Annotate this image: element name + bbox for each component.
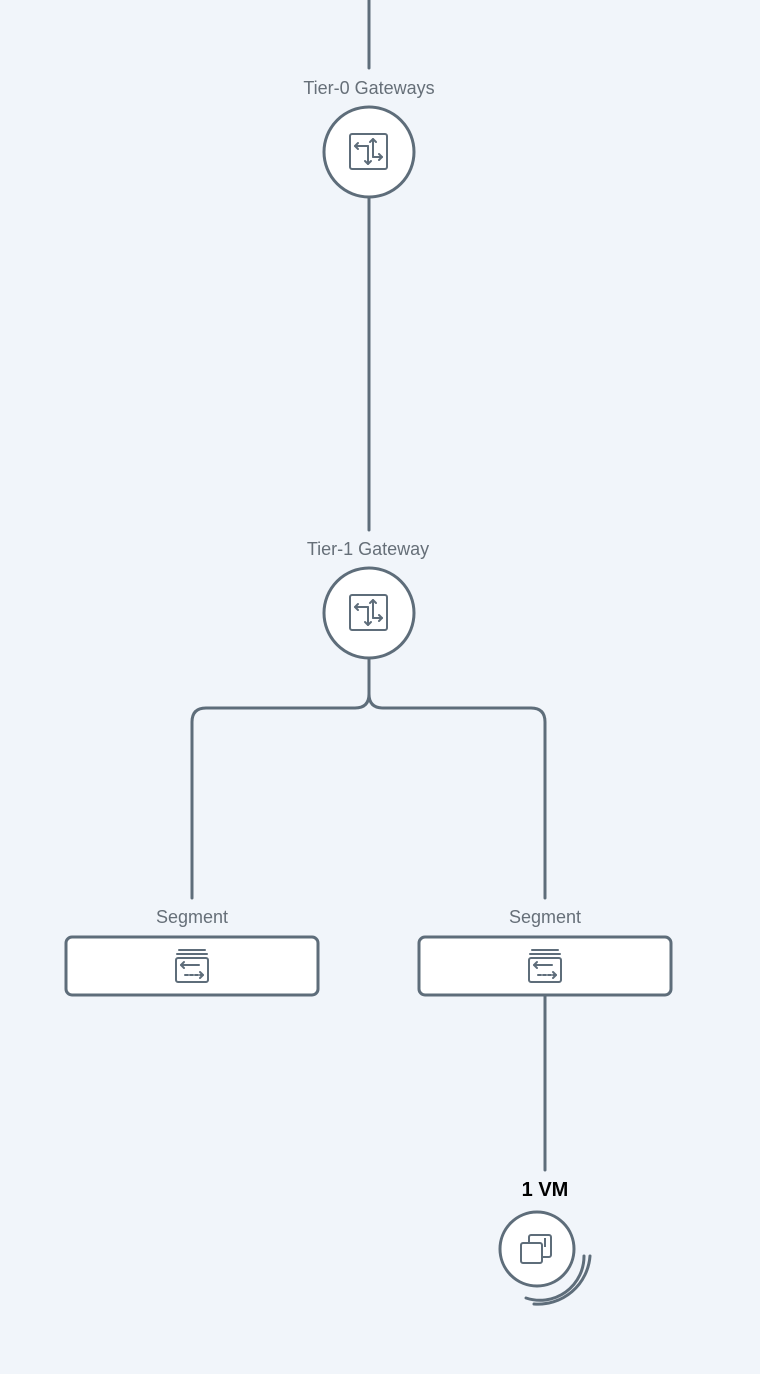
tier1-segment-right-connector (367, 692, 547, 900)
tier0-gateway-label: Tier-0 Gateways (303, 78, 435, 98)
segment-label-left: Segment (155, 907, 229, 927)
segment-switch-icon (175, 949, 209, 983)
router-icon (349, 594, 388, 631)
vm-stack-icon (520, 1234, 552, 1264)
tier1-gateway-label: Tier-1 Gateway (306, 539, 430, 559)
tier1-gateway-node[interactable] (322, 566, 416, 660)
tier0-gateway-node[interactable] (322, 105, 416, 199)
segment-node-right[interactable] (417, 935, 673, 997)
vm-group-node[interactable] (498, 1210, 592, 1306)
segment-node-left[interactable] (64, 935, 320, 997)
router-icon (349, 133, 388, 170)
segment-switch-icon (528, 949, 562, 983)
tier1-segment-left-connector (190, 656, 371, 900)
segment-label-right: Segment (508, 907, 582, 927)
vm-count-label: 1 VM (521, 1179, 569, 1201)
